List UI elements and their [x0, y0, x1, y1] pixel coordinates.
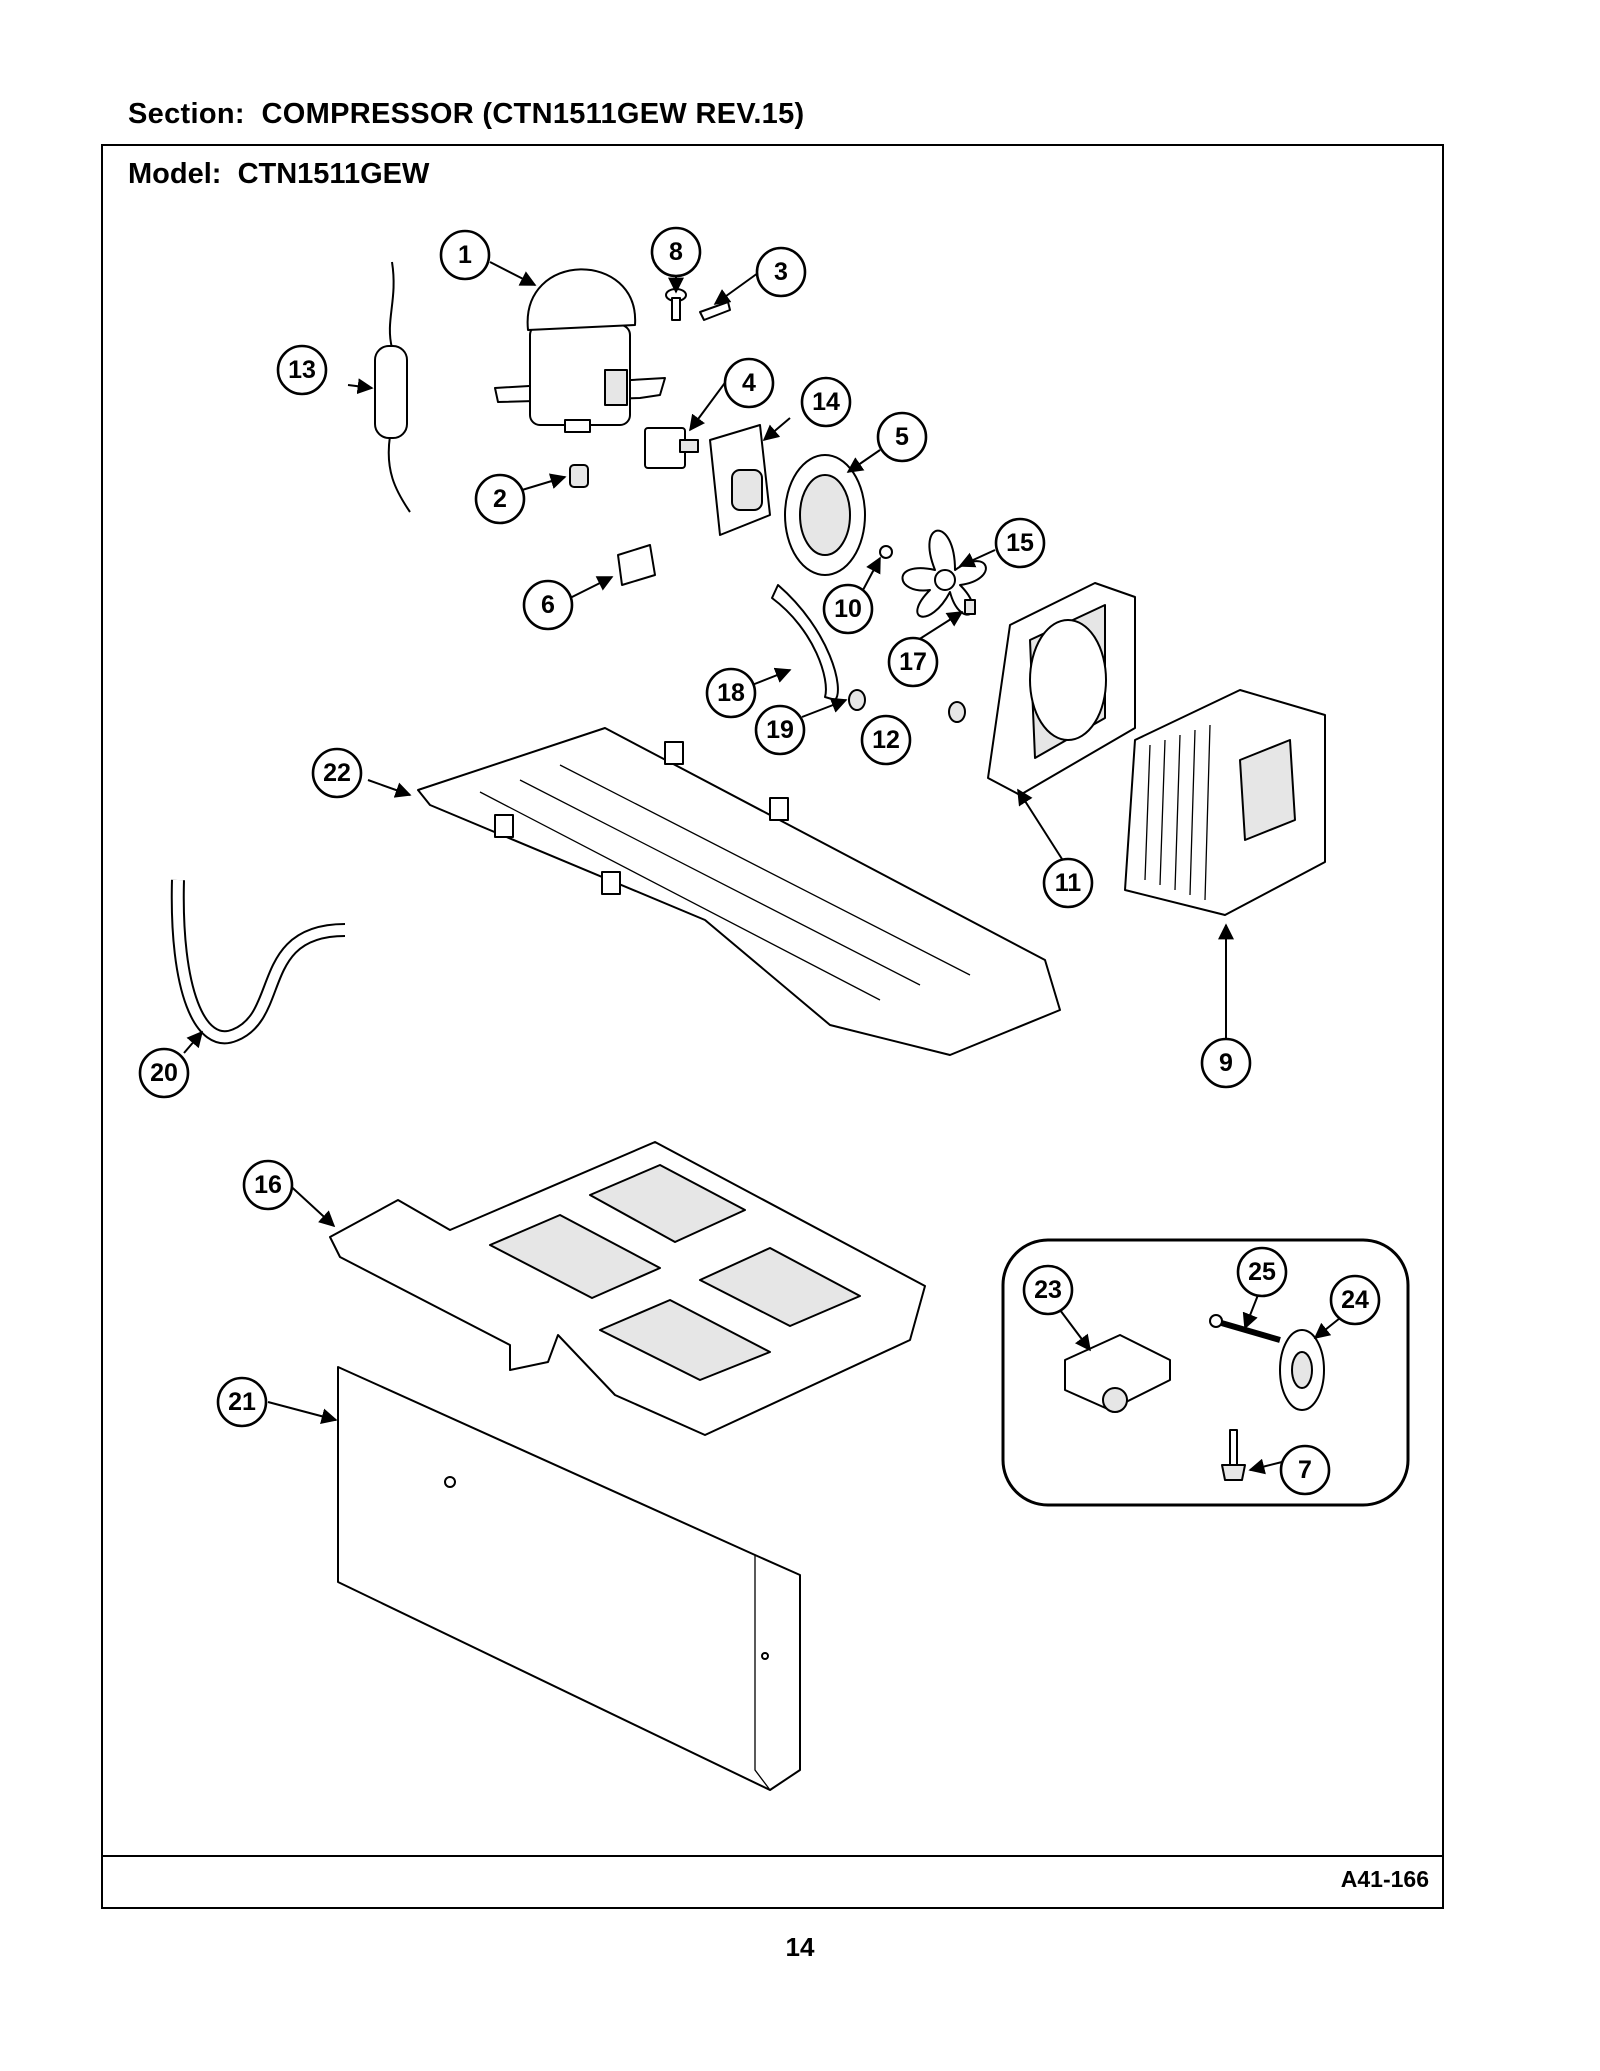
svg-text:13: 13: [288, 356, 316, 384]
part-fan-shroud: [784, 454, 866, 576]
callout-22: 22: [311, 747, 363, 799]
part-fan-clip: [964, 599, 976, 615]
part-grommet: [569, 464, 589, 488]
callout-5: 5: [876, 411, 928, 463]
svg-text:25: 25: [1248, 1258, 1276, 1286]
svg-text:15: 15: [1006, 529, 1034, 557]
footer-divider: [101, 1855, 1444, 1857]
part-grommet-19: [848, 689, 866, 711]
part-drain-hose: [170, 879, 346, 1045]
part-fan-housing: [987, 582, 1136, 796]
callout-4: 4: [723, 357, 775, 409]
callout-21: 21: [216, 1376, 268, 1428]
detail-inset: [1001, 1238, 1410, 1507]
callout-20: 20: [138, 1047, 190, 1099]
part-base-plate: [417, 727, 1061, 1056]
part-nut: [879, 545, 893, 559]
svg-text:23: 23: [1034, 1276, 1062, 1304]
svg-text:9: 9: [1219, 1049, 1233, 1077]
svg-text:16: 16: [254, 1171, 282, 1199]
part-leveling-leg: [1221, 1429, 1246, 1481]
svg-text:6: 6: [541, 591, 555, 619]
part-condenser: [1124, 689, 1326, 916]
part-switch: [617, 544, 656, 586]
model-value: CTN1511GEW: [237, 158, 430, 190]
section-value: COMPRESSOR (CTN1511GEW REV.15): [261, 98, 805, 130]
callout-7: 7: [1279, 1444, 1331, 1496]
callout-23: 23: [1022, 1264, 1074, 1316]
callout-13: 13: [276, 344, 328, 396]
callout-3: 3: [755, 246, 807, 298]
callout-19: 19: [754, 704, 806, 756]
callout-25: 25: [1236, 1246, 1288, 1298]
part-clip: [699, 301, 731, 321]
part-relay: [644, 427, 699, 469]
callout-17: 17: [887, 636, 939, 688]
callout-15: 15: [994, 517, 1046, 569]
part-roller-wheel: [1279, 1329, 1325, 1411]
diagram-code: A41-166: [1340, 1866, 1429, 1892]
part-grommet-12: [948, 701, 966, 723]
callout-1: 1: [439, 229, 491, 281]
part-drain-pan: [329, 1141, 926, 1436]
part-front-panel: [337, 1366, 801, 1791]
diagram-frame: [101, 144, 1444, 1909]
callout-10: 10: [822, 583, 874, 635]
svg-text:18: 18: [717, 679, 745, 707]
callout-11: 11: [1042, 857, 1094, 909]
svg-text:20: 20: [150, 1059, 178, 1087]
svg-text:1: 1: [458, 241, 472, 269]
callout-2: 2: [474, 473, 526, 525]
section-title: Section: COMPRESSOR (CTN1511GEW REV.15): [128, 98, 805, 131]
svg-text:19: 19: [766, 716, 794, 744]
callout-14: 14: [800, 376, 852, 428]
callout-12: 12: [860, 714, 912, 766]
svg-text:24: 24: [1341, 1286, 1369, 1314]
model-title: Model: CTN1511GEW: [128, 158, 429, 191]
callout-9: 9: [1200, 1037, 1252, 1089]
svg-text:22: 22: [323, 759, 351, 787]
svg-text:17: 17: [899, 648, 927, 676]
svg-text:2: 2: [493, 485, 507, 513]
part-filter-drier: [374, 261, 411, 513]
leader-lines: [183, 261, 1341, 1475]
svg-text:11: 11: [1055, 869, 1082, 897]
callout-6: 6: [522, 579, 574, 631]
part-screw: [665, 288, 687, 321]
svg-text:10: 10: [834, 595, 862, 623]
svg-text:21: 21: [228, 1388, 256, 1416]
svg-text:7: 7: [1298, 1456, 1312, 1484]
callout-16: 16: [242, 1159, 294, 1211]
section-label: Section:: [128, 98, 245, 130]
svg-text:3: 3: [774, 258, 788, 286]
page-number: 14: [785, 1932, 815, 1962]
callout-18: 18: [705, 667, 757, 719]
svg-text:5: 5: [895, 423, 909, 451]
callout-24: 24: [1329, 1274, 1381, 1326]
model-label: Model:: [128, 158, 222, 190]
part-roller-bracket: [1064, 1334, 1171, 1413]
svg-text:12: 12: [872, 726, 900, 754]
svg-text:4: 4: [742, 369, 756, 397]
part-compressor: [494, 268, 666, 433]
part-axle: [1209, 1314, 1281, 1343]
svg-text:8: 8: [669, 238, 683, 266]
part-relay-cover: [709, 424, 771, 536]
svg-text:14: 14: [812, 388, 840, 416]
callout-8: 8: [650, 226, 702, 278]
